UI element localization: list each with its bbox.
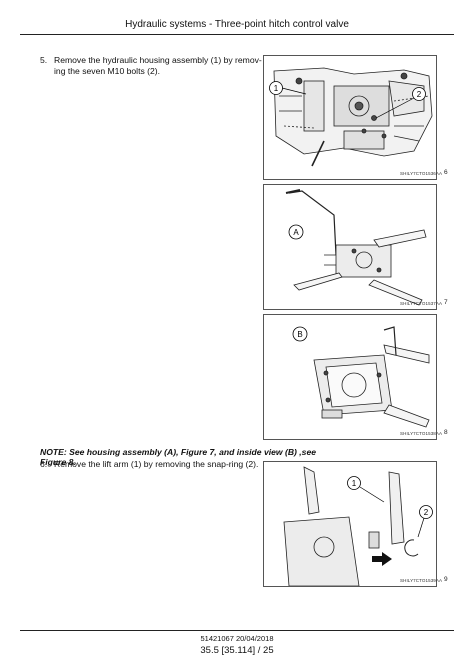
figure-7: A xyxy=(263,184,437,310)
step-6: 6. Remove the lift arm (1) by removing th… xyxy=(40,459,270,470)
figure-7-code: SHILY7CTO1537AA xyxy=(400,301,443,306)
callout-a-circle xyxy=(288,224,304,240)
figure-8-code: SHILY7CTO1538AA xyxy=(400,431,443,436)
callout-2-circle xyxy=(412,87,426,101)
callout-2: 2 xyxy=(417,90,422,99)
callout-1: 1 xyxy=(352,479,357,488)
callout-a: A xyxy=(293,228,299,237)
figure-9-code: SHILY7CTO1539AA xyxy=(400,578,443,583)
callout-1-circle xyxy=(347,476,361,490)
footer-divider xyxy=(20,630,454,631)
step-text-line1: Remove the lift arm (1) by removing the … xyxy=(54,459,259,469)
figure-7-number: 7 xyxy=(444,299,448,306)
callout-b: B xyxy=(297,330,302,339)
callout-1: 1 xyxy=(274,84,279,93)
footer-page-number: 35.5 [35.114] / 25 xyxy=(200,645,274,656)
step-number: 6. xyxy=(40,459,48,469)
header-divider xyxy=(20,34,454,35)
figure-8-number: 8 xyxy=(444,429,448,436)
figure-6-number: 6 xyxy=(444,169,448,176)
callout-2-circle xyxy=(419,505,433,519)
callout-2: 2 xyxy=(424,508,429,517)
figure-7-illustration: A xyxy=(285,189,427,306)
page-header-title: Hydraulic systems - Three-point hitch co… xyxy=(125,19,349,30)
callout-1-circle xyxy=(269,81,283,95)
figure-6: 1 2 xyxy=(263,55,437,180)
figure-9: 1 2 xyxy=(263,461,437,587)
figure-8-illustration: B xyxy=(292,326,430,428)
note-text: NOTE: See housing assembly (A), Figure 7… xyxy=(40,447,317,467)
figure-9-illustration: 1 2 xyxy=(283,466,433,586)
step-number: 5. xyxy=(40,55,48,65)
footer-code-date: 51421067 20/04/2018 xyxy=(200,634,274,643)
callout-b-circle xyxy=(292,326,308,342)
step-5: 5. Remove the hydraulic housing assembly … xyxy=(40,55,262,77)
figure-9-number: 9 xyxy=(444,576,448,583)
figure-6-illustration: 1 2 xyxy=(269,67,433,167)
figure-6-code: SHILY7CTO1536AA xyxy=(400,171,443,176)
step-text-line2: ing the seven M10 bolts (2). xyxy=(54,66,161,76)
figure-8: B xyxy=(263,314,437,440)
step-text-line1: Remove the hydraulic housing assembly (1… xyxy=(54,55,262,65)
